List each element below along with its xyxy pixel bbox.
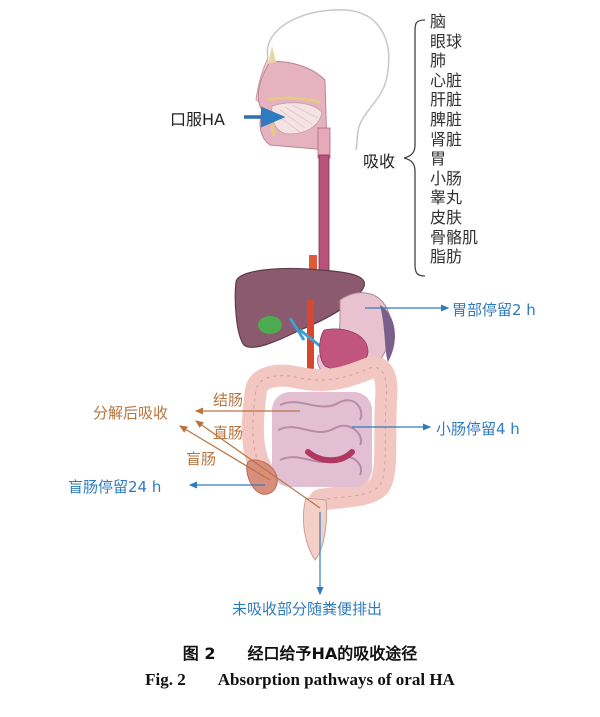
organ-item: 肝脏 [430,90,463,110]
organ-item: 小肠 [430,168,463,188]
caption-en-label: Fig. 2 [145,670,186,689]
organ-item: 眼球 [430,31,463,51]
excretion-label: 未吸收部分随粪便排出 [232,600,383,618]
absorbed-after-degradation-label: 分解后吸收 [93,404,169,422]
figure-caption-cn: 图 2 经口给予HA的吸收途径 [0,640,600,664]
rectum-label: 直肠 [213,424,244,442]
organ-item: 脑 [430,12,447,31]
oral-intake-label: 口服HA [170,110,225,129]
stomach-retention-label: 胃部停留2 h [452,301,536,319]
organ-item: 睾丸 [430,188,463,208]
cecum-absorb-arrow [178,425,271,481]
cecum-retention-label: 盲肠停留24 h [68,478,162,496]
caption-cn-text: 经口给予HA的吸收途径 [247,644,418,663]
organ-item: 肾脏 [430,129,463,149]
small-intestine [272,392,372,487]
rectum-arrow [195,420,321,509]
organ-item: 肺 [430,51,447,71]
small-intestine-retention-label: 小肠停留4 h [436,420,520,438]
organ-item: 脾脏 [430,109,463,129]
organ-brace [403,19,426,277]
organ-item: 胃 [430,149,447,169]
colon-label: 结肠 [213,391,244,409]
absorption-label: 吸收 [363,152,396,171]
organ-item: 骨骼肌 [430,227,479,247]
large-intestine [241,356,398,561]
caption-en-text: Absorption pathways of oral HA [217,670,455,689]
gallbladder [258,316,282,334]
cecum-label: 盲肠 [186,450,217,468]
caption-cn-label: 图 2 [182,644,216,663]
organ-item: 脂肪 [430,247,463,267]
esophagus [309,127,331,275]
organ-item: 皮肤 [430,207,463,227]
absorption-organ-list: 脑 眼球 肺 心脏 肝脏 脾脏 肾脏 胃 小肠 睾丸 皮肤 骨骼肌 脂肪 [430,12,478,267]
organ-item: 心脏 [430,70,463,90]
figure-caption-en: Fig. 2 Absorption pathways of oral HA [0,670,600,690]
spleen [380,305,395,362]
